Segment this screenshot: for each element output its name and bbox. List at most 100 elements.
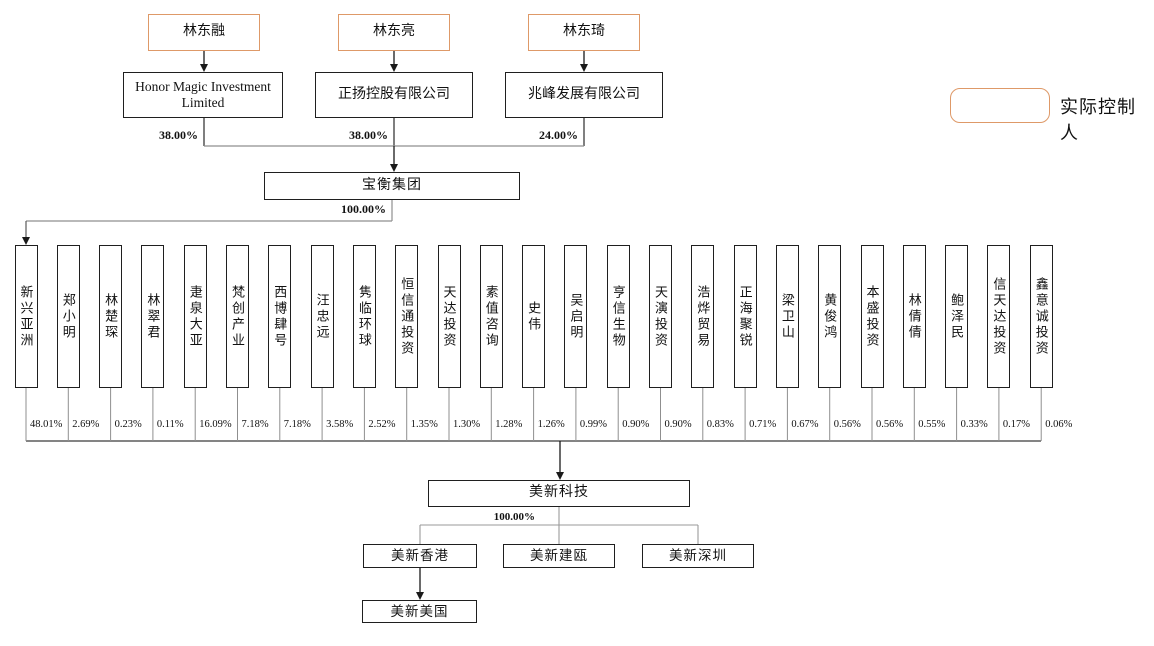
holdco-box-honor-magic: Honor Magic Investment Limited [123, 72, 283, 118]
shareholder-name: 林楚琛 [103, 292, 119, 341]
shareholder-box: 林翠君 [141, 245, 165, 388]
shareholder-name: 鲍泽民 [949, 292, 965, 341]
shareholder-pct: 0.06% [1045, 419, 1073, 430]
shareholder-box: 隽临环球 [352, 245, 376, 388]
shareholder-pct: 0.67% [791, 419, 819, 430]
shareholder-box: 信天达投资 [987, 245, 1011, 388]
holdco-name: 兆峰发展有限公司 [528, 86, 640, 102]
shareholder-box: 素值咨询 [479, 245, 503, 388]
shareholder-box: 浩烨贸易 [691, 245, 715, 388]
shareholder-pct: 7.18% [241, 419, 269, 430]
shareholder-box: 西博肆号 [268, 245, 292, 388]
holdco-pct: 24.00% [539, 128, 578, 142]
shareholder-name: 林翠君 [145, 292, 161, 341]
shareholder-pct: 0.83% [706, 419, 734, 430]
shareholder-pct: 2.52% [368, 419, 396, 430]
shareholder-box: 黄俊鸿 [818, 245, 842, 388]
shareholder-name: 浩烨贸易 [695, 284, 711, 349]
shareholder-name: 林倩倩 [906, 292, 922, 341]
shareholder-name: 正海聚锐 [737, 284, 753, 349]
shareholder-box: 天达投资 [437, 245, 461, 388]
shareholder-name: 黄俊鸿 [822, 292, 838, 341]
shareholder-box: 林楚琛 [99, 245, 123, 388]
shareholder-box: 鲍泽民 [945, 245, 969, 388]
subsidiary-name: 美新建瓯 [530, 548, 588, 564]
shareholder-pct: 48.01% [30, 419, 63, 430]
controller-name: 林东亮 [373, 24, 415, 40]
subsidiary-name: 美新深圳 [669, 548, 727, 564]
shareholder-name: 汪忠远 [314, 292, 330, 341]
holdco-name: Honor Magic Investment Limited [135, 79, 271, 110]
controller-box-lindongliang: 林东亮 [338, 14, 450, 51]
subsidiary-box-meixin-hk: 美新香港 [363, 544, 477, 568]
shareholder-name: 恒信通投资 [399, 276, 415, 357]
shareholder-pct: 1.28% [495, 419, 523, 430]
shareholder-box: 鑫意诚投资 [1029, 245, 1053, 388]
shareholder-box: 正海聚锐 [733, 245, 757, 388]
shareholder-box: 史伟 [522, 245, 546, 388]
shareholder-name: 隽临环球 [356, 284, 372, 349]
controller-name: 林东琦 [563, 24, 605, 40]
shareholder-name: 鑫意诚投资 [1033, 276, 1049, 357]
shareholder-box: 新兴亚洲 [14, 245, 38, 388]
group-box-baoheng: 宝衡集团 [264, 172, 520, 200]
holdco-pct: 38.00% [159, 128, 198, 142]
shareholder-pct: 1.26% [537, 419, 565, 430]
shareholder-pct: 7.18% [283, 419, 311, 430]
group-pct: 100.00% [341, 202, 386, 216]
shareholder-name: 梁卫山 [779, 292, 795, 341]
shareholder-box: 梵创产业 [226, 245, 249, 388]
shareholder-pct: 0.33% [960, 419, 988, 430]
shareholder-name: 史伟 [526, 300, 542, 333]
subsidiary-name: 美新美国 [390, 603, 449, 619]
shareholder-name: 新兴亚洲 [18, 284, 34, 349]
shareholder-pct: 0.23% [114, 419, 142, 430]
shareholder-pct: 0.71% [749, 419, 777, 430]
shareholder-pct: 0.90% [664, 419, 692, 430]
shareholder-box: 恒信通投资 [395, 245, 419, 388]
shareholder-pct: 0.55% [918, 419, 946, 430]
shareholder-box: 梁卫山 [775, 245, 799, 388]
shareholder-name: 亨信生物 [610, 284, 626, 349]
company-name: 美新科技 [529, 485, 589, 501]
holdco-box-zhengyang: 正扬控股有限公司 [315, 72, 473, 118]
shareholder-name: 本盛投资 [864, 284, 880, 349]
shareholder-box: 林倩倩 [902, 245, 926, 388]
legend-controller-label: 实际控制人 [1060, 97, 1136, 143]
shareholder-pct: 16.09% [199, 419, 232, 430]
subsidiary-box-meixin-shenzhen: 美新深圳 [642, 544, 754, 568]
shareholder-box: 本盛投资 [860, 245, 884, 388]
subsidiary-box-meixin-jianou: 美新建瓯 [503, 544, 615, 568]
shareholder-name: 吴启明 [568, 292, 584, 341]
shareholder-pct: 0.99% [579, 419, 608, 430]
shareholder-name: 郑小明 [60, 292, 76, 341]
shareholder-pct: 1.35% [410, 419, 438, 430]
shareholder-pct: 1.30% [453, 419, 481, 430]
shareholder-pct: 0.90% [622, 419, 650, 430]
shareholder-name: 梵创产业 [230, 284, 245, 349]
controller-name: 林东融 [183, 24, 225, 40]
shareholder-name: 疌泉大亚 [187, 284, 203, 349]
shareholder-pct: 0.56% [876, 419, 904, 430]
holdco-pct: 38.00% [349, 128, 388, 142]
shareholder-box: 汪忠远 [310, 245, 334, 388]
holdco-name: 正扬控股有限公司 [338, 86, 450, 102]
shareholder-name: 信天达投资 [991, 276, 1007, 357]
shareholder-box: 疌泉大亚 [183, 245, 207, 388]
controller-box-lindongrong: 林东融 [148, 14, 260, 51]
shareholder-name: 西博肆号 [272, 284, 288, 349]
shareholder-box: 天演投资 [649, 245, 672, 388]
subsidiary-name: 美新香港 [391, 548, 449, 564]
shareholder-pct: 3.58% [326, 419, 354, 430]
controller-box-lindongqi: 林东琦 [528, 14, 640, 51]
shareholder-pct: 2.69% [72, 419, 100, 430]
company-pct: 100.00% [493, 511, 535, 523]
shareholder-name: 天达投资 [441, 284, 457, 349]
shareholder-pct: 0.11% [156, 419, 184, 430]
shareholder-name: 天演投资 [653, 284, 668, 349]
group-name: 宝衡集团 [362, 177, 422, 193]
subsidiary-box-meixin-usa: 美新美国 [362, 600, 477, 623]
shareholder-box: 吴启明 [564, 245, 588, 388]
